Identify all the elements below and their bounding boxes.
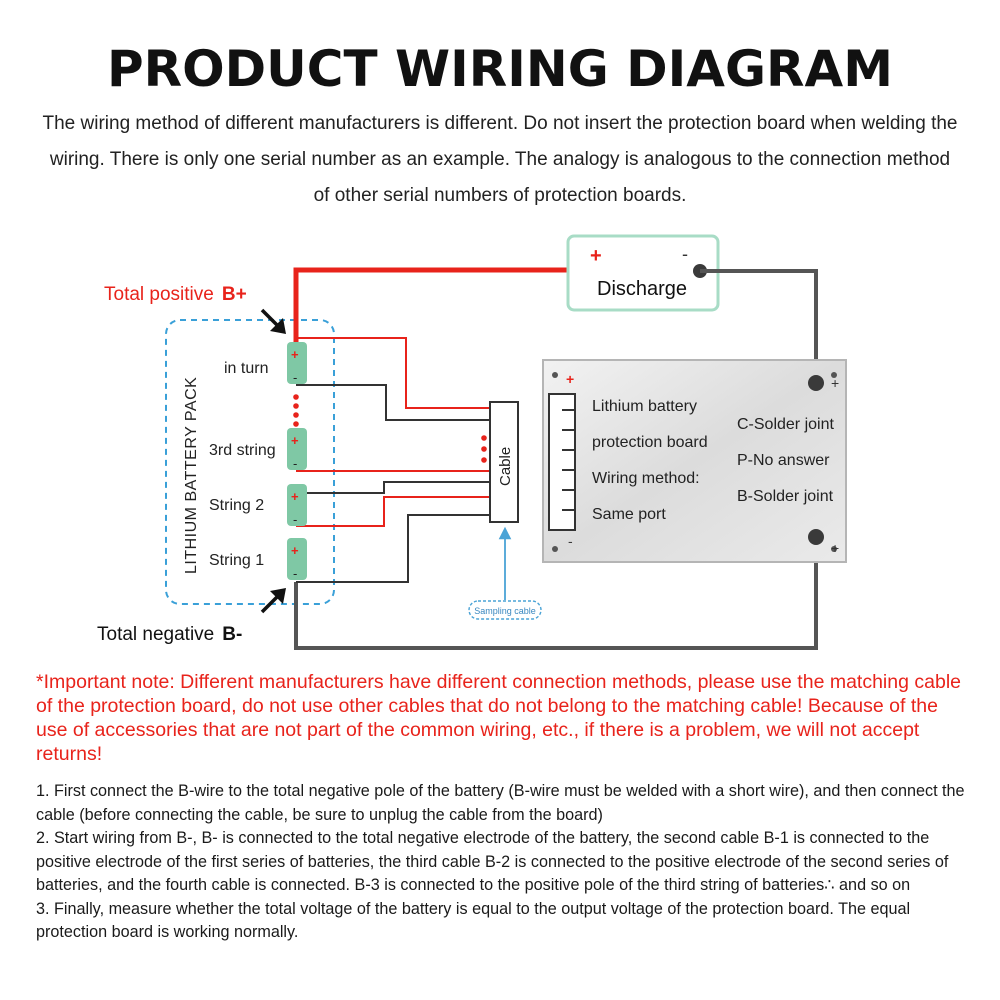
battery-pack-outline bbox=[165, 319, 335, 605]
total-positive-wire bbox=[293, 267, 582, 342]
cell-label-string-2: String 2 bbox=[209, 497, 264, 514]
joint-p-label: P-No answer bbox=[737, 452, 830, 469]
sampling-cable-bubble bbox=[468, 600, 542, 620]
board-text-4: Same port bbox=[592, 506, 666, 523]
board-connector-port bbox=[548, 393, 576, 531]
cell-label-string-1: String 1 bbox=[209, 552, 264, 569]
page-title: PRODUCT WIRING DIAGRAM bbox=[107, 40, 893, 98]
joint-b-label: B-Solder joint bbox=[737, 488, 834, 505]
cell-in-turn: + - bbox=[287, 342, 307, 385]
svg-text:-: - bbox=[293, 512, 297, 527]
svg-text:-: - bbox=[293, 566, 297, 581]
cell-label-in-turn: in turn bbox=[224, 360, 268, 377]
cell-label-3rd-string: 3rd string bbox=[209, 442, 276, 459]
board-terminal-c-plus: + bbox=[831, 375, 839, 391]
battery-pack-label: LITHIUM BATTERY PACK bbox=[183, 377, 200, 574]
joint-c-label: C-Solder joint bbox=[737, 416, 834, 433]
cell-string-1: + - bbox=[287, 538, 307, 581]
svg-text:+: + bbox=[291, 347, 299, 362]
board-terminal-b-plus: + bbox=[831, 540, 839, 556]
sampling-wire-b1 bbox=[296, 481, 490, 494]
board-text-3: Wiring method: bbox=[592, 470, 700, 487]
discharge-negative-wire bbox=[700, 269, 818, 383]
svg-text:+: + bbox=[291, 543, 299, 558]
board-terminal-c bbox=[808, 375, 824, 391]
step-3: 3. Finally, measure whether the total vo… bbox=[36, 899, 911, 942]
cable-connector bbox=[489, 401, 519, 523]
sampling-wire-b-top bbox=[296, 384, 490, 421]
total-negative-wire bbox=[294, 537, 818, 650]
discharge-label: Discharge bbox=[597, 278, 687, 300]
step-2: 2. Start wiring from B-, B- is connected… bbox=[36, 829, 949, 894]
svg-text:-: - bbox=[293, 456, 297, 471]
sampling-wire-b0 bbox=[296, 496, 490, 527]
instruction-steps: 1. First connect the B-wire to the total… bbox=[36, 780, 976, 945]
board-text-2: protection board bbox=[592, 434, 708, 451]
page-subtitle: The wiring method of different manufactu… bbox=[42, 113, 958, 206]
sampling-wire-b3 bbox=[296, 337, 490, 409]
discharge-minus: - bbox=[682, 244, 688, 264]
board-terminal-b bbox=[808, 529, 824, 545]
svg-text:+: + bbox=[291, 489, 299, 504]
discharge-plus: + bbox=[590, 245, 602, 267]
cell-3rd-string: + - bbox=[287, 428, 307, 471]
protection-board bbox=[542, 359, 847, 563]
board-corner-minus: - bbox=[568, 533, 573, 549]
svg-text:+: + bbox=[291, 433, 299, 448]
total-negative-arrow bbox=[260, 588, 286, 614]
sampling-wire-bminus bbox=[296, 514, 490, 583]
important-note: *Important note: Different manufacturers… bbox=[36, 671, 961, 765]
svg-text:-: - bbox=[293, 370, 297, 385]
cell-string-2: + - bbox=[287, 484, 307, 527]
wiring-diagram: + - Discharge + - Lithium battery protec… bbox=[97, 234, 847, 650]
sampling-cable-label: Sampling cable bbox=[474, 606, 536, 616]
step-1: 1. First connect the B-wire to the total… bbox=[36, 782, 965, 824]
cable-label: Cable bbox=[497, 447, 514, 486]
board-corner-plus: + bbox=[566, 371, 574, 387]
board-text-1: Lithium battery bbox=[592, 398, 697, 415]
total-positive-arrow bbox=[260, 308, 286, 334]
